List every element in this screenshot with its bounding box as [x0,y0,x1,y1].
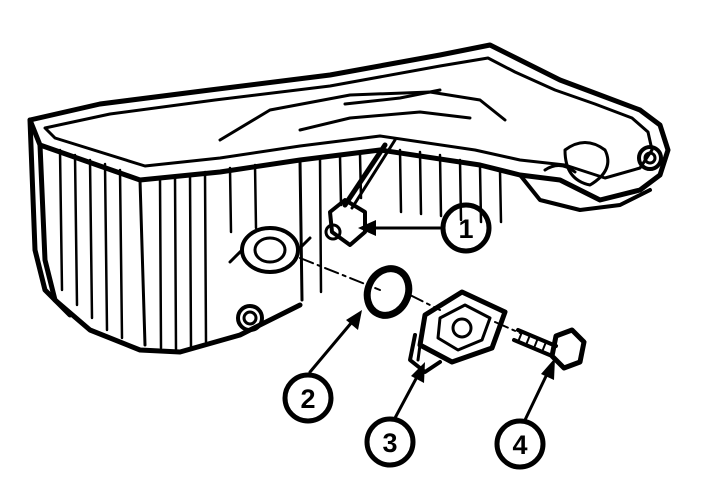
oil-pan [27,42,671,355]
callout-1: 1 [440,202,492,254]
callout-1-label: 1 [458,214,473,244]
part-3-cover [408,289,508,374]
part-2-gasket [363,265,413,319]
callout-2: 2 [282,372,334,424]
callout-4: 4 [494,418,546,470]
callout-2-label: 2 [300,384,315,414]
callout-3: 3 [364,416,416,468]
part-1-sensor [324,138,397,247]
callout-3-label: 3 [382,428,397,458]
callout-4-label: 4 [512,430,527,460]
part-4-bolt [512,327,587,371]
callout-arrows [308,220,555,422]
